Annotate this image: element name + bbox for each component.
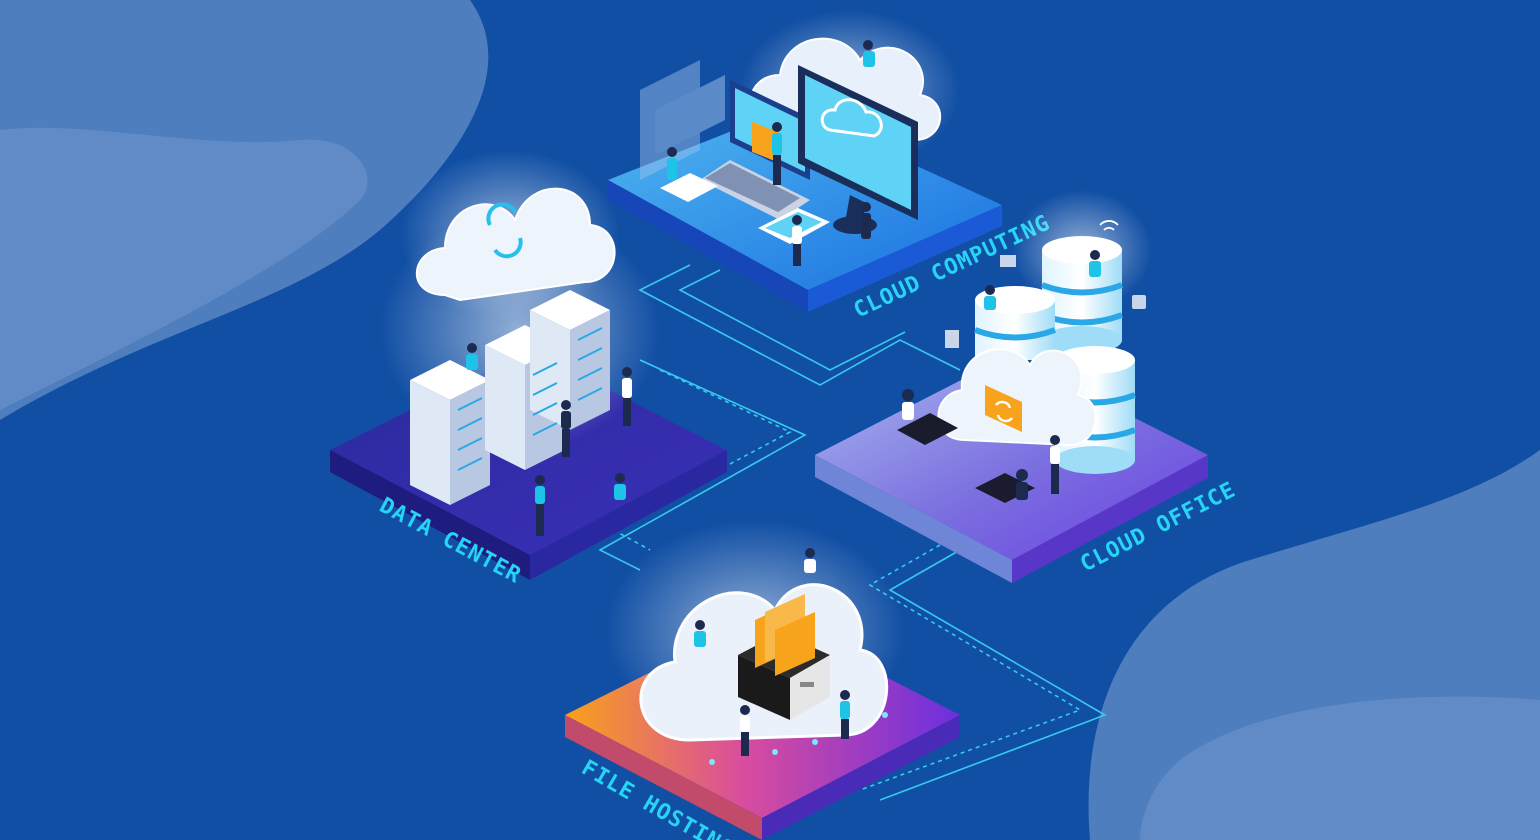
cloud-sync-icon — [486, 202, 523, 259]
person-icon — [902, 250, 1101, 500]
cloud-icon — [400, 150, 620, 320]
connector-lines — [598, 264, 1107, 801]
cloud-sync-icon — [820, 98, 883, 138]
document-icon — [945, 330, 959, 348]
person-icon — [466, 343, 632, 536]
person-icon — [694, 548, 850, 756]
server-rack-icon — [410, 290, 610, 505]
document-icon — [640, 60, 725, 180]
cloud-computing-platform: CLOUD COMPUTING — [608, 10, 1054, 323]
laptop-icon — [700, 80, 810, 220]
folder-sync-icon — [985, 385, 1022, 432]
desk — [897, 413, 958, 445]
smartphone-icon — [758, 208, 830, 244]
cloud-icon — [937, 348, 1097, 447]
background-blob-bottom-right-inner — [1140, 696, 1540, 840]
background-blob-top-left-inner — [0, 127, 368, 411]
lock-icon — [1132, 295, 1146, 309]
wifi-icon — [1099, 220, 1119, 231]
file-cabinet-icon — [738, 594, 830, 720]
desk — [660, 173, 718, 202]
data-center-platform: DATA CENTER — [330, 150, 727, 589]
person-icon — [667, 40, 875, 266]
document-icon — [1000, 255, 1016, 267]
